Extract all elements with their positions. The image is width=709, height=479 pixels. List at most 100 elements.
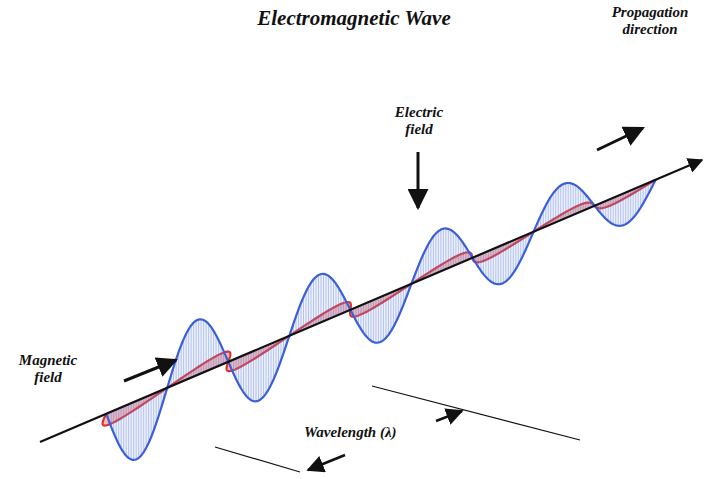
wave-hatch <box>310 283 311 327</box>
wave-hatch <box>388 294 389 335</box>
wave-hatch <box>218 340 219 366</box>
wave-hatch <box>483 253 484 274</box>
wave-hatch <box>620 195 621 226</box>
wave-hatch <box>453 232 454 266</box>
wave-hatch <box>443 229 444 270</box>
wave-hatch <box>318 275 319 323</box>
wave-hatch <box>445 228 446 269</box>
wave-hatch <box>198 320 199 375</box>
wave-hatch <box>203 320 204 372</box>
wave-hatch <box>148 396 149 443</box>
wave-hatch <box>338 288 339 315</box>
wave-hatch <box>266 346 267 394</box>
wave-hatch <box>368 302 369 339</box>
wave-hatch <box>303 297 304 330</box>
wave-hatch <box>423 254 424 279</box>
wave-hatch <box>271 344 272 385</box>
wave-hatch <box>136 401 137 459</box>
wave-hatch <box>485 252 486 277</box>
wave-hatch <box>191 325 192 377</box>
wave-hatch <box>363 304 364 333</box>
wave-hatch <box>448 229 449 268</box>
wave-hatch <box>178 352 179 383</box>
wave-hatch <box>320 274 321 322</box>
wave-hatch <box>433 236 434 274</box>
wave-hatch <box>238 357 239 384</box>
wave-hatch <box>560 186 561 221</box>
wave-hatch <box>503 245 504 283</box>
wave-hatch <box>383 296 384 340</box>
wave-hatch <box>460 240 461 263</box>
wave-hatch <box>440 230 441 272</box>
wave-hatch <box>580 189 581 211</box>
wave-hatch <box>505 244 506 282</box>
wave-hatch <box>256 350 257 401</box>
wave-hatch <box>380 297 381 342</box>
wave-hatch <box>555 190 556 222</box>
wave-hatch <box>151 395 152 437</box>
wave-hatch <box>365 303 366 336</box>
wave-hatch <box>518 238 519 265</box>
wave-hatch <box>488 251 489 279</box>
electric-label: Electric field <box>386 104 452 139</box>
wave-hatch <box>625 193 626 225</box>
wave-hatch <box>628 191 629 222</box>
wave-hatch <box>583 192 584 211</box>
wave-hatch <box>553 193 554 223</box>
wave-hatch <box>435 233 436 273</box>
wave-hatch <box>206 322 207 372</box>
wave-hatch <box>385 295 386 338</box>
wave-hatch <box>146 397 147 448</box>
wave-hatch <box>610 199 611 223</box>
wave-hatch <box>186 334 187 380</box>
wave-hatch <box>258 349 259 401</box>
wave-hatch <box>390 293 391 332</box>
wave-hatch <box>493 249 494 283</box>
wave-hatch <box>248 353 249 398</box>
wave-hatch <box>313 279 314 325</box>
wave-hatch <box>378 298 379 343</box>
wave-hatch <box>373 300 374 342</box>
wavelength-leader <box>215 447 300 472</box>
wave-hatch <box>578 187 579 213</box>
wave-hatch <box>510 241 511 276</box>
wave-hatch <box>613 198 614 224</box>
wave-hatch <box>490 250 491 282</box>
wave-hatch <box>630 190 631 220</box>
wave-hatch <box>640 186 641 207</box>
wave-hatch <box>308 287 309 328</box>
wave-hatch <box>573 184 574 215</box>
wave-hatch <box>450 230 451 267</box>
wave-hatch <box>268 345 269 390</box>
wave-hatch <box>370 301 371 341</box>
wave-hatch <box>638 187 639 211</box>
wave-hatch <box>603 202 604 216</box>
wave-hatch <box>608 200 609 221</box>
wave-hatch <box>563 184 564 219</box>
wave-hatch <box>276 341 277 373</box>
wave-hatch <box>633 189 634 218</box>
wave-hatch <box>315 277 316 325</box>
wave-hatch <box>398 289 399 316</box>
wave-hatch <box>618 196 619 226</box>
wave-hatch <box>323 274 324 321</box>
wave-fill <box>106 180 655 460</box>
wave-hatch <box>575 185 576 213</box>
propagation-axis <box>40 160 702 442</box>
wave-hatch <box>156 393 157 424</box>
diagram-title: Electromagnetic Wave <box>154 6 554 30</box>
wave-hatch <box>495 248 496 284</box>
magnetic-label: Magnetic field <box>8 352 88 387</box>
wave-hatch <box>635 188 636 215</box>
wavelength-arrow <box>436 411 462 421</box>
wave-hatch <box>253 351 254 401</box>
wave-hatch <box>438 231 439 272</box>
wave-hatch <box>545 205 546 226</box>
wave-hatch <box>126 405 127 455</box>
wave-hatch <box>196 321 197 376</box>
wave-hatch <box>141 399 142 456</box>
wave-hatch <box>208 324 209 370</box>
propagation-label: Propagation direction <box>596 4 704 39</box>
wave-hatch <box>500 246 501 284</box>
